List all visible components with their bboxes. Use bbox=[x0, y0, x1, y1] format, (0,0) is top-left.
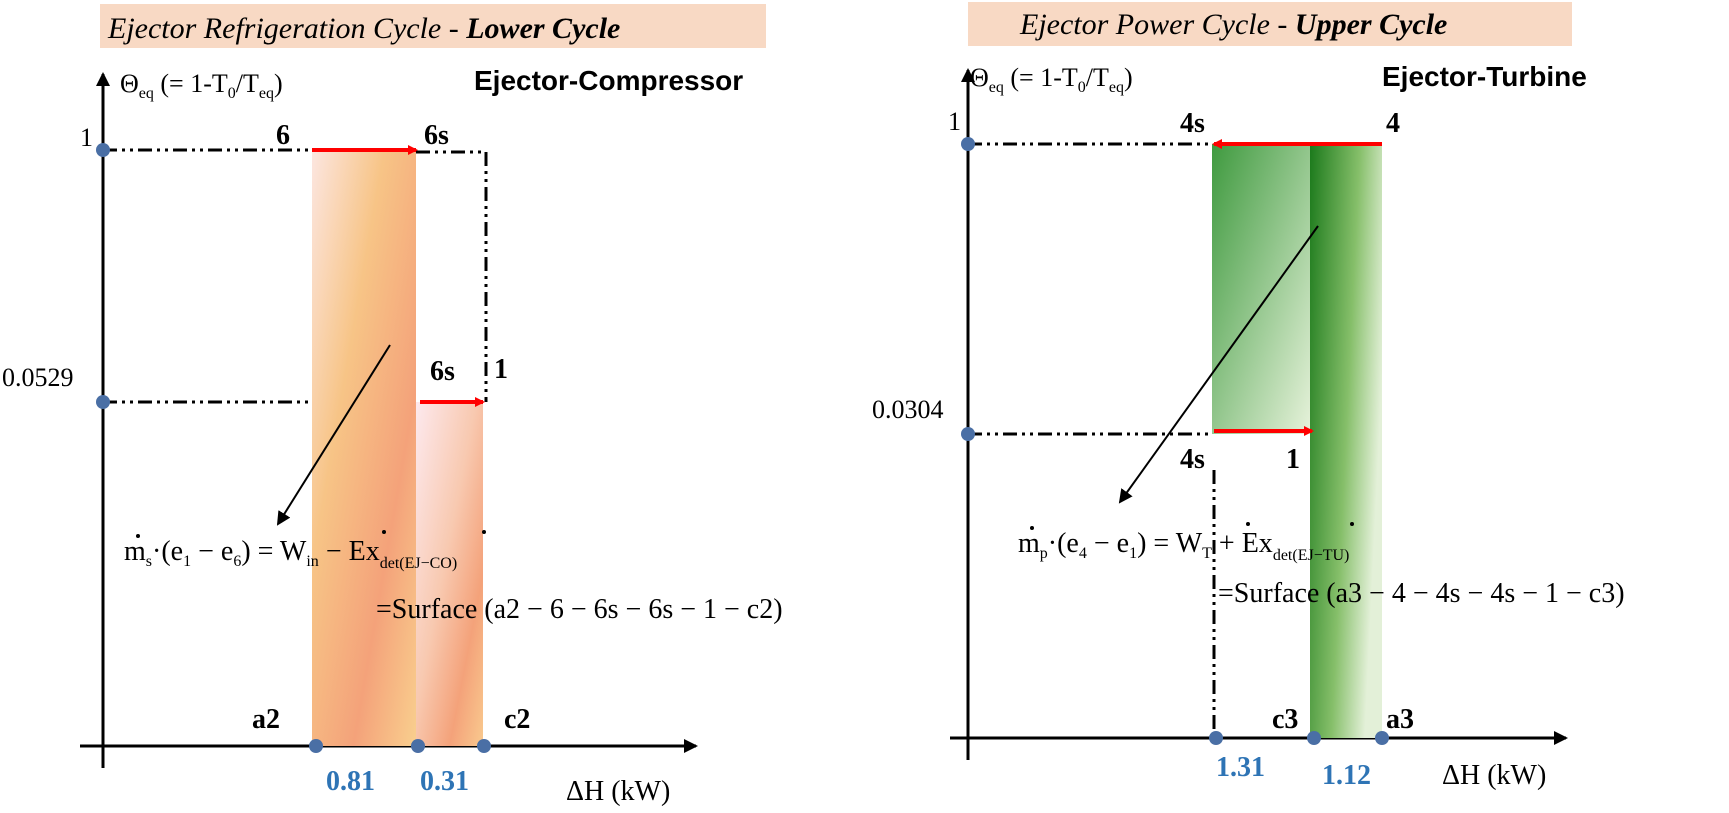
lower-point-y0529 bbox=[96, 395, 110, 409]
upper-y-tick-0304: 0.0304 bbox=[872, 395, 944, 424]
svg-text:mp·(e4 − e1) = WT + Exdet(EJ−T: mp·(e4 − e1) = WT + Exdet(EJ−TU) bbox=[1018, 528, 1349, 564]
lower-label-6s-mid: 6s bbox=[430, 356, 455, 387]
upper-title-band bbox=[968, 2, 1572, 46]
upper-label-c3: c3 bbox=[1272, 704, 1298, 735]
lower-balance-equation: ms·(e1 − e6) = Win − Exdet(EJ−CO) =Surfa… bbox=[124, 530, 783, 625]
upper-guides bbox=[968, 142, 1216, 738]
upper-surface-equation: =Surface (a3 − 4 − 4s − 4s − 1 − c3) bbox=[1218, 578, 1625, 609]
upper-title: Ejector Power Cycle - Upper Cycle bbox=[1019, 8, 1447, 41]
upper-x-axis-label: ΔH (kW) bbox=[1442, 760, 1546, 791]
lower-guides bbox=[103, 148, 488, 404]
lower-point-mid bbox=[411, 739, 425, 753]
upper-label-4: 4 bbox=[1386, 108, 1400, 139]
upper-pointer-arrow bbox=[1118, 225, 1319, 504]
lower-area-side bbox=[416, 402, 483, 746]
upper-label-4s-top: 4s bbox=[1180, 108, 1205, 139]
upper-area-column bbox=[1310, 144, 1382, 738]
upper-y-axis-label: Θeq (= 1-T0/Teq) bbox=[970, 63, 1133, 96]
upper-label-a3: a3 bbox=[1386, 704, 1414, 735]
lower-area-main bbox=[312, 150, 416, 746]
upper-balance-equation: mp·(e4 − e1) = WT + Exdet(EJ−TU) =Surfac… bbox=[1018, 522, 1625, 609]
upper-label-1: 1 bbox=[1286, 444, 1300, 475]
lower-x-axis-label: ΔH (kW) bbox=[566, 776, 670, 807]
upper-value-1: 1.31 bbox=[1216, 752, 1265, 783]
upper-point-a3 bbox=[1375, 731, 1389, 745]
upper-label-4s-mid: 4s bbox=[1180, 444, 1205, 475]
upper-cycle-panel: Ejector Power Cycle - Upper Cycle Ejecto… bbox=[872, 2, 1625, 791]
lower-surface-equation: =Surface (a2 − 6 − 6s − 6s − 1 − c2) bbox=[376, 594, 783, 625]
lower-subtitle: Ejector-Compressor bbox=[474, 65, 743, 96]
lower-y-tick-0529: 0.0529 bbox=[2, 363, 74, 392]
lower-label-a2: a2 bbox=[252, 704, 280, 735]
lower-value-1: 0.81 bbox=[326, 766, 375, 797]
upper-point-c3 bbox=[1307, 731, 1321, 745]
lower-y-axis-label: Θeq (= 1-T0/Teq) bbox=[120, 69, 283, 102]
lower-label-1: 1 bbox=[494, 354, 508, 385]
upper-subtitle: Ejector-Turbine bbox=[1382, 61, 1587, 92]
upper-area-top bbox=[1212, 144, 1312, 434]
lower-label-6: 6 bbox=[276, 120, 290, 151]
svg-text:ms·(e1 − e6) = Win − Exdet(EJ−: ms·(e1 − e6) = Win − Exdet(EJ−CO) bbox=[124, 536, 457, 572]
lower-label-6s-top: 6s bbox=[424, 120, 449, 151]
lower-point-a2 bbox=[309, 739, 323, 753]
upper-value-2: 1.12 bbox=[1322, 760, 1371, 791]
lower-cycle-panel: Ejector Refrigeration Cycle - Lower Cycl… bbox=[2, 4, 783, 807]
lower-label-c2: c2 bbox=[504, 704, 530, 735]
lower-pointer-arrow bbox=[276, 344, 391, 526]
upper-point-y1 bbox=[961, 137, 975, 151]
lower-value-2: 0.31 bbox=[420, 766, 469, 797]
lower-point-c2 bbox=[477, 739, 491, 753]
lower-title: Ejector Refrigeration Cycle - Lower Cycl… bbox=[107, 12, 620, 45]
lower-point-y1 bbox=[96, 143, 110, 157]
lower-y-tick-1: 1 bbox=[80, 123, 93, 152]
upper-point-y0304 bbox=[961, 427, 975, 441]
upper-y-tick-1: 1 bbox=[948, 107, 961, 136]
lower-title-band bbox=[100, 4, 766, 48]
upper-point-left bbox=[1209, 731, 1223, 745]
